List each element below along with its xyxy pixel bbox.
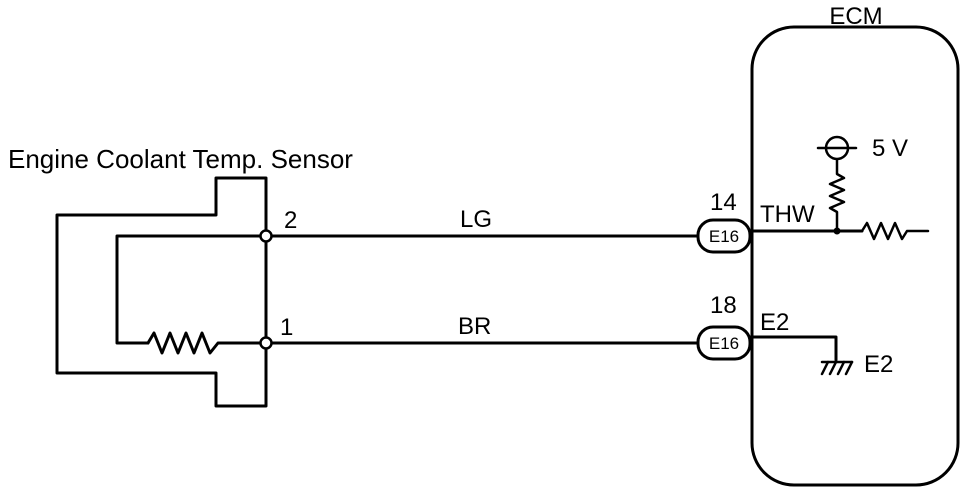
pin-1-terminal xyxy=(259,336,273,350)
connector-pin-lower: 18 xyxy=(710,292,737,319)
connector-pin-upper: 14 xyxy=(710,189,737,216)
connector-e16-pin18 xyxy=(696,325,752,361)
sensor-internal-wire xyxy=(115,234,268,345)
ecm-e2-terminal-label: E2 xyxy=(760,309,789,336)
sensor-housing xyxy=(55,176,268,408)
sensor-thermistor xyxy=(146,331,268,355)
wire-lg-color-label: LG xyxy=(460,206,492,233)
ecm-box xyxy=(750,25,960,487)
wire-br-color-label: BR xyxy=(458,313,491,340)
ground-icon-hatch-2 xyxy=(828,360,838,376)
ground-icon-hatch-1 xyxy=(820,360,830,376)
ecm-ground-label: E2 xyxy=(864,351,893,378)
pin-2-label: 2 xyxy=(284,207,297,234)
ground-icon-hatch-3 xyxy=(836,360,846,376)
sensor-title: Engine Coolant Temp. Sensor xyxy=(8,144,353,174)
ecm-e2-line xyxy=(748,335,838,362)
ecm-5v-label: 5 V xyxy=(872,135,908,162)
ecm-thw-label: THW xyxy=(760,201,815,228)
pin-1-label: 1 xyxy=(280,314,293,341)
ecm-pullup-resistor xyxy=(828,158,846,233)
connector-code-upper: E16 xyxy=(709,227,739,246)
connector-e16-pin14 xyxy=(696,218,752,254)
ecm-title: ECM xyxy=(829,3,882,30)
pin-2-terminal xyxy=(259,229,273,243)
ground-icon-hatch-4 xyxy=(844,360,854,376)
ecm-series-resistor xyxy=(835,221,930,241)
connector-code-lower: E16 xyxy=(709,334,739,353)
